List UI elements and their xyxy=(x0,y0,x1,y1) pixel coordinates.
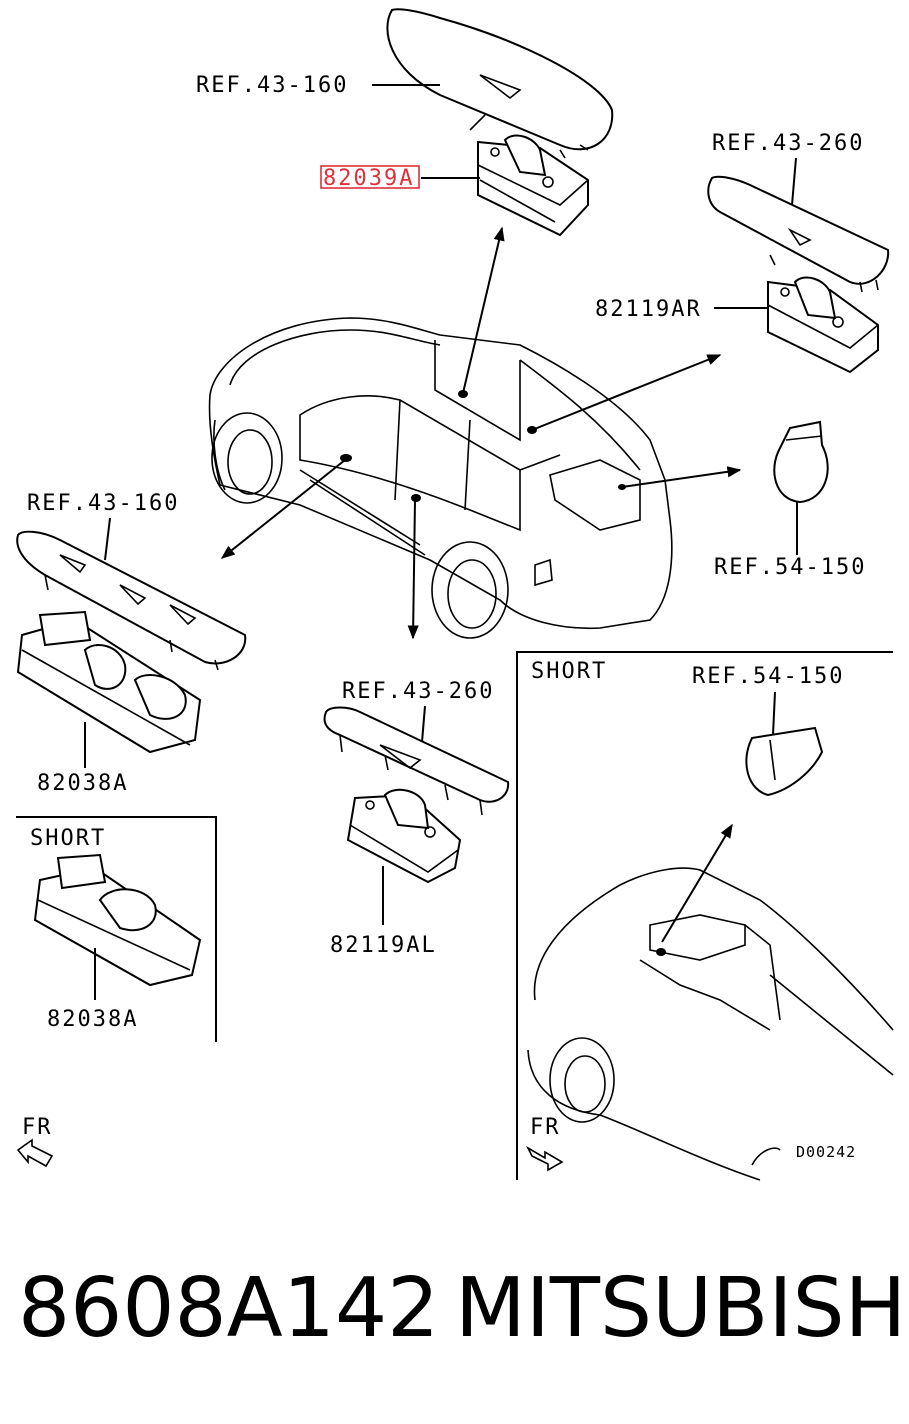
ref-bulb-short-label: REF.54-150 xyxy=(692,664,844,689)
switch-82119ar[interactable] xyxy=(767,276,879,374)
bulb-short[interactable] xyxy=(745,726,824,797)
part-82038a-short-label[interactable]: 82038A xyxy=(47,1007,138,1032)
brand-name: MITSUBISHI xyxy=(455,1261,909,1356)
right-trim-panel xyxy=(707,175,890,293)
ref-left-label: REF.43-160 xyxy=(27,491,179,516)
fr-right-label: FR xyxy=(530,1115,561,1140)
diagram-code: D00242 xyxy=(796,1143,856,1161)
fr-left-arrow-icon xyxy=(16,1138,54,1168)
part-82038a-label[interactable]: 82038A xyxy=(37,771,128,796)
bulb-right[interactable] xyxy=(773,420,829,504)
ref-right-top-label: REF.43-260 xyxy=(712,131,864,156)
left-trim-panel xyxy=(16,530,247,671)
short-left-label: SHORT xyxy=(30,826,106,851)
ref-center-label: REF.43-260 xyxy=(342,679,494,704)
top-trim-panel xyxy=(386,8,614,159)
short-right-label: SHORT xyxy=(531,659,607,684)
fr-left-label: FR xyxy=(22,1115,53,1140)
switch-82038a[interactable] xyxy=(16,610,202,754)
switch-82119al[interactable] xyxy=(346,788,462,884)
vehicle-short xyxy=(527,867,894,1181)
ref-bulb-right-label: REF.54-150 xyxy=(714,555,866,580)
parts-diagram: REF.43-160 82039A REF.43-260 82119AR REF… xyxy=(16,8,894,1181)
part-82039a-label[interactable]: 82039A xyxy=(323,166,414,191)
switch-82039a[interactable] xyxy=(477,134,589,237)
highlight-box xyxy=(320,165,420,189)
part-number: 8608A142 xyxy=(18,1261,440,1356)
vehicle-main xyxy=(208,317,673,639)
part-82119ar-label[interactable]: 82119AR xyxy=(595,297,702,322)
switch-82038a-short[interactable] xyxy=(33,853,202,987)
fr-right-arrow-icon xyxy=(526,1145,564,1172)
center-trim-panel xyxy=(323,706,510,816)
part-82119al-label[interactable]: 82119AL xyxy=(330,933,437,958)
ref-top-label: REF.43-160 xyxy=(196,73,348,98)
